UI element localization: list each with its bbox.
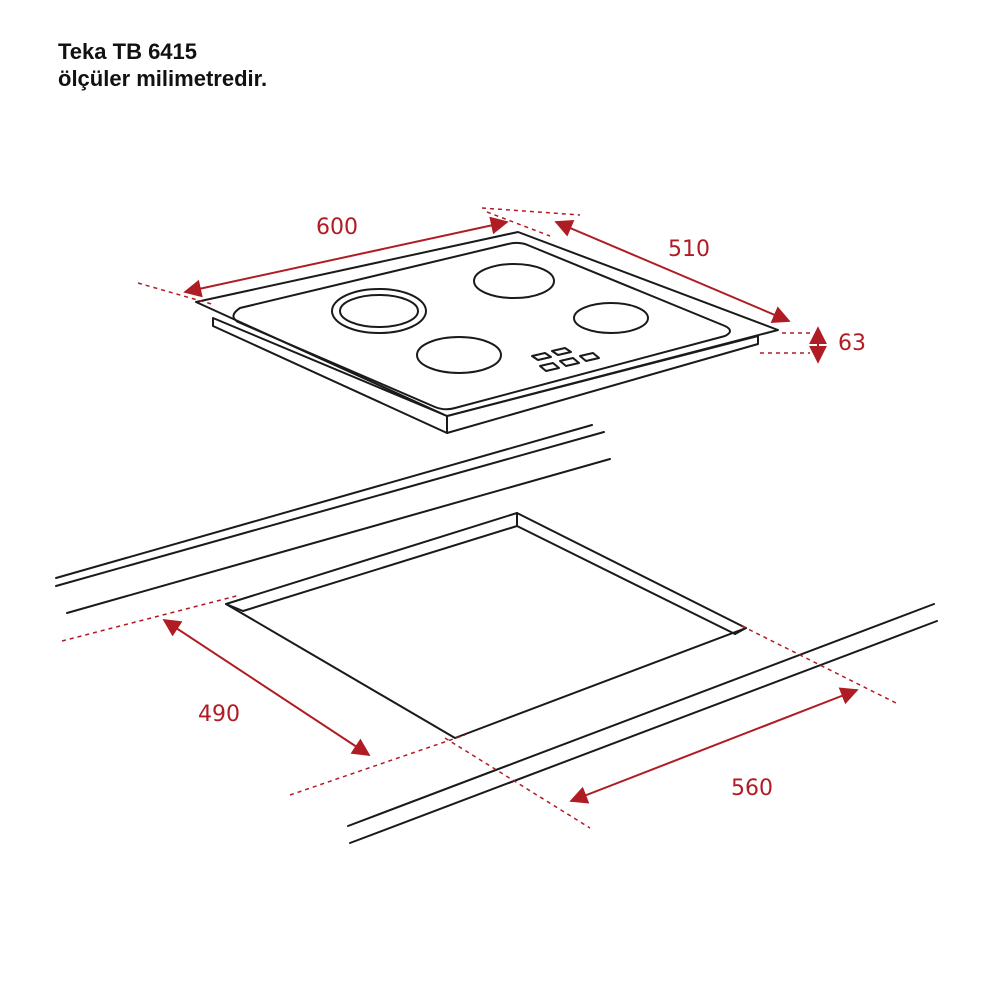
control-button bbox=[531, 352, 552, 361]
dimension-arrow bbox=[162, 619, 371, 756]
cutout-corner-edge bbox=[225, 603, 244, 612]
dimension-label-490: 490 bbox=[198, 702, 240, 727]
extension-line bbox=[444, 737, 591, 829]
diagram-title-block: Teka TB 6415 ölçüler milimetredir. bbox=[58, 38, 267, 92]
dimension-600: 600 bbox=[137, 207, 581, 306]
countertop-back-edge bbox=[55, 431, 605, 587]
dimension-560: 560 bbox=[444, 625, 899, 829]
dimension-label-600: 600 bbox=[316, 215, 358, 240]
extension-line bbox=[481, 207, 581, 216]
countertop-front-edge bbox=[349, 620, 938, 844]
control-button bbox=[551, 347, 572, 356]
dimension-label-560: 560 bbox=[731, 776, 773, 801]
extension-line bbox=[486, 211, 551, 237]
cutout-corner-edge bbox=[734, 627, 747, 635]
hob-glass-panel bbox=[232, 241, 731, 411]
countertop-front-edge bbox=[347, 603, 935, 827]
extension-line bbox=[741, 625, 899, 705]
countertop bbox=[55, 424, 938, 844]
dimension-label-510: 510 bbox=[668, 237, 710, 262]
dimension-arrow bbox=[183, 216, 509, 298]
extension-line bbox=[61, 594, 241, 642]
dimension-63: 63 bbox=[760, 326, 866, 364]
dimension-490: 490 bbox=[61, 594, 466, 796]
dimension-arrow bbox=[554, 220, 791, 323]
burner-front-left bbox=[416, 336, 502, 374]
control-button bbox=[579, 352, 600, 362]
hob bbox=[195, 231, 779, 434]
product-title: Teka TB 6415 bbox=[58, 39, 198, 64]
extension-line bbox=[289, 734, 466, 796]
dimension-510: 510 bbox=[486, 211, 791, 323]
control-panel bbox=[531, 347, 600, 372]
extension-line bbox=[137, 282, 216, 306]
control-button bbox=[539, 362, 560, 372]
dimension-label-63: 63 bbox=[838, 331, 866, 356]
control-button bbox=[559, 357, 580, 367]
dimension-arrow bbox=[569, 687, 859, 804]
countertop-back-edge bbox=[66, 458, 611, 614]
countertop-back-edge bbox=[55, 424, 593, 579]
units-note: ölçüler milimetredir. bbox=[58, 66, 268, 91]
